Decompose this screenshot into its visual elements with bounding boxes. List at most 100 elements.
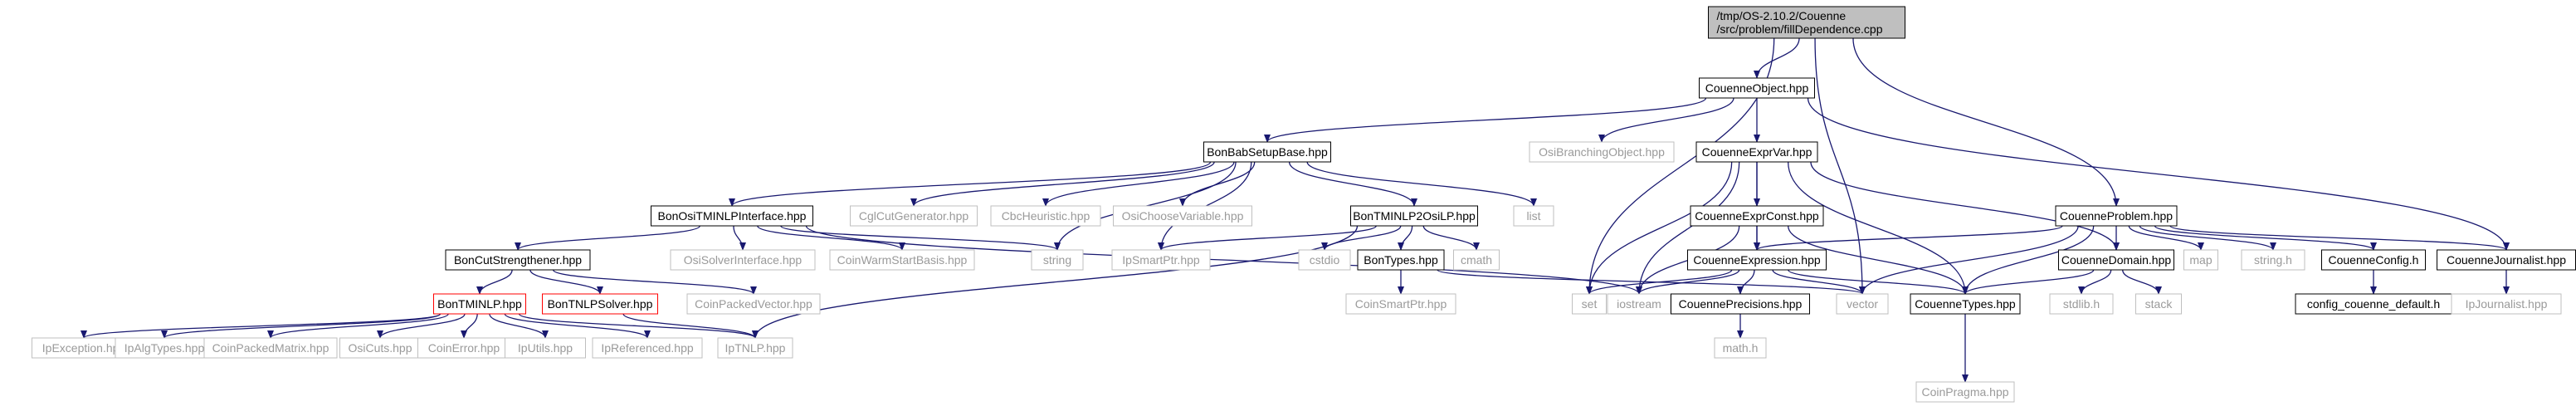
edge-couenneexpression-to-iostream xyxy=(1636,269,1740,295)
node-config_couenne_default[interactable]: config_couenne_default.h xyxy=(2295,293,2452,315)
node-box xyxy=(1572,293,1607,315)
node-label: BonBabSetupBase.hpp xyxy=(1207,145,1328,159)
node-couenneexpression[interactable]: CouenneExpression.hpp xyxy=(1687,249,1827,271)
edge-couenneobject-to-osibranchingobject xyxy=(1598,97,1734,143)
edge-bonbabsetupbase-to-bontminlp2osilp xyxy=(1288,161,1417,207)
edge-couenneexpression-to-set xyxy=(1586,269,1733,295)
node-label: CouenneJournalist.hpp xyxy=(2447,253,2566,267)
node-box xyxy=(670,249,816,271)
node-box xyxy=(651,205,813,227)
node-couenneobject[interactable]: CouenneObject.hpp xyxy=(1699,77,1815,99)
node-couennejournalist[interactable]: CouenneJournalist.hpp xyxy=(2437,249,2576,271)
node-label: IpSmartPtr.hpp xyxy=(1122,253,1200,267)
node-boncutstrengthener[interactable]: BonCutStrengthener.hpp xyxy=(445,249,591,271)
node-map: map xyxy=(2183,249,2218,271)
node-couenneproblem[interactable]: CouenneProblem.hpp xyxy=(2055,205,2178,227)
node-label: map xyxy=(2189,253,2212,267)
node-box xyxy=(339,337,421,359)
node-couenneprecisions[interactable]: CouennePrecisions.hpp xyxy=(1671,293,1810,315)
node-coinwarmstartbasis: CoinWarmStartBasis.hpp xyxy=(829,249,975,271)
node-label: /tmp/OS-2.10.2/Couenne xyxy=(1717,9,1847,22)
node-label: BonTMINLP.hpp xyxy=(437,297,522,311)
node-label: CouenneConfig.h xyxy=(2329,253,2419,267)
node-box xyxy=(990,205,1101,227)
node-box xyxy=(203,337,338,359)
edge-bontminlp-to-coinerror xyxy=(461,313,478,339)
node-box xyxy=(1357,249,1445,271)
node-label: BonTypes.hpp xyxy=(1364,253,1438,267)
node-bontminlp2osilp[interactable]: BonTMINLP2OsiLP.hpp xyxy=(1350,205,1478,227)
node-osisolverinterface: OsiSolverInterface.hpp xyxy=(670,249,816,271)
node-label: CoinPragma.hpp xyxy=(1921,385,2008,399)
node-bonositminlpinterface[interactable]: BonOsiTMINLPInterface.hpp xyxy=(651,205,813,227)
node-couennetypes[interactable]: CouenneTypes.hpp xyxy=(1910,293,2021,315)
node-bontypes[interactable]: BonTypes.hpp xyxy=(1357,249,1445,271)
edge-bonbabsetupbase-to-cglcutgenerator xyxy=(910,161,1215,207)
node-box xyxy=(1031,249,1084,271)
node-box xyxy=(2321,249,2426,271)
edge-boncutstrengthener-to-coinpackedvector xyxy=(552,269,757,295)
edge-root-to-couenneobject xyxy=(1754,37,1800,79)
node-box xyxy=(1695,141,1818,163)
node-label: vector xyxy=(1847,297,1878,311)
node-cstdio: cstdio xyxy=(1298,249,1351,271)
node-box xyxy=(1699,77,1815,99)
edge-couenneexprvar-to-iostream xyxy=(1636,161,1740,295)
node-osibranchingobject: OsiBranchingObject.hpp xyxy=(1529,141,1675,163)
node-box xyxy=(829,249,975,271)
node-label: OsiCuts.hpp xyxy=(348,341,412,355)
node-mathh: math.h xyxy=(1714,337,1767,359)
edge-root-to-couenneproblem xyxy=(1852,37,2120,207)
node-couenneexprvar[interactable]: CouenneExprVar.hpp xyxy=(1695,141,1818,163)
node-root[interactable]: /tmp/OS-2.10.2/Couenne/src/problem/fillD… xyxy=(1708,6,1905,39)
node-label: stdlib.h xyxy=(2063,297,2100,311)
node-label: math.h xyxy=(1723,341,1759,355)
node-coinerror: CoinError.hpp xyxy=(417,337,510,359)
node-box xyxy=(1671,293,1810,315)
node-label: iostream xyxy=(1617,297,1661,311)
node-list: list xyxy=(1513,205,1554,227)
node-label: IpReferenced.hpp xyxy=(601,341,694,355)
node-coinpackedmatrix: CoinPackedMatrix.hpp xyxy=(203,337,338,359)
node-label: CouennePrecisions.hpp xyxy=(1679,297,1803,311)
node-box xyxy=(445,249,591,271)
node-box xyxy=(1111,249,1211,271)
node-label: CglCutGenerator.hpp xyxy=(859,209,969,223)
node-label: IpAlgTypes.hpp xyxy=(124,341,205,355)
edge-bonositminlpinterface-to-string xyxy=(780,225,1061,251)
edge-couenneexpression-to-couenneprecisions xyxy=(1737,269,1755,295)
node-box xyxy=(417,337,510,359)
node-bontminlp[interactable]: BonTMINLP.hpp xyxy=(433,293,526,315)
edge-bontminlp-to-ipalgtypes xyxy=(161,313,442,339)
node-label: BonOsiTMINLPInterface.hpp xyxy=(658,209,807,223)
node-ipreferenced: IpReferenced.hpp xyxy=(592,337,703,359)
node-couenneexprconst[interactable]: CouenneExprConst.hpp xyxy=(1690,205,1824,227)
node-couenneconfig[interactable]: CouenneConfig.h xyxy=(2321,249,2426,271)
node-label: CoinError.hpp xyxy=(428,341,500,355)
node-box xyxy=(1513,205,1554,227)
node-couennedomain[interactable]: CouenneDomain.hpp xyxy=(2058,249,2174,271)
edge-bontminlp2osilp-to-iptnlp xyxy=(752,225,1359,339)
node-box xyxy=(433,293,526,315)
node-bontnlpsolver[interactable]: BonTNLPSolver.hpp xyxy=(542,293,658,315)
edge-couennedomain-to-stack xyxy=(2122,269,2162,295)
node-cglcutgenerator: CglCutGenerator.hpp xyxy=(850,205,978,227)
node-iostream: iostream xyxy=(1607,293,1671,315)
node-coinpackedvector: CoinPackedVector.hpp xyxy=(686,293,821,315)
node-bonbabsetupbase[interactable]: BonBabSetupBase.hpp xyxy=(1203,141,1331,163)
node-label: CouenneTypes.hpp xyxy=(1915,297,2016,311)
node-stdlibh: stdlib.h xyxy=(2049,293,2114,315)
node-box xyxy=(1453,249,1500,271)
node-label: CbcHeuristic.hpp xyxy=(1002,209,1090,223)
node-osichoosevariable: OsiChooseVariable.hpp xyxy=(1113,205,1252,227)
edge-boncutstrengthener-to-bontminlp xyxy=(476,269,513,295)
node-label: BonCutStrengthener.hpp xyxy=(454,253,582,267)
edge-boncutstrengthener-to-bontnlpsolver xyxy=(529,269,603,295)
node-label: IpJournalist.hpp xyxy=(2466,297,2548,311)
edge-bonositminlpinterface-to-osisolverinterface xyxy=(733,225,746,251)
node-label: cmath xyxy=(1461,253,1492,267)
node-label: config_couenne_default.h xyxy=(2307,297,2440,311)
node-label: OsiBranchingObject.hpp xyxy=(1539,145,1665,159)
node-box xyxy=(1607,293,1671,315)
edge-couenneproblem-to-couennetypes xyxy=(1962,225,2095,295)
